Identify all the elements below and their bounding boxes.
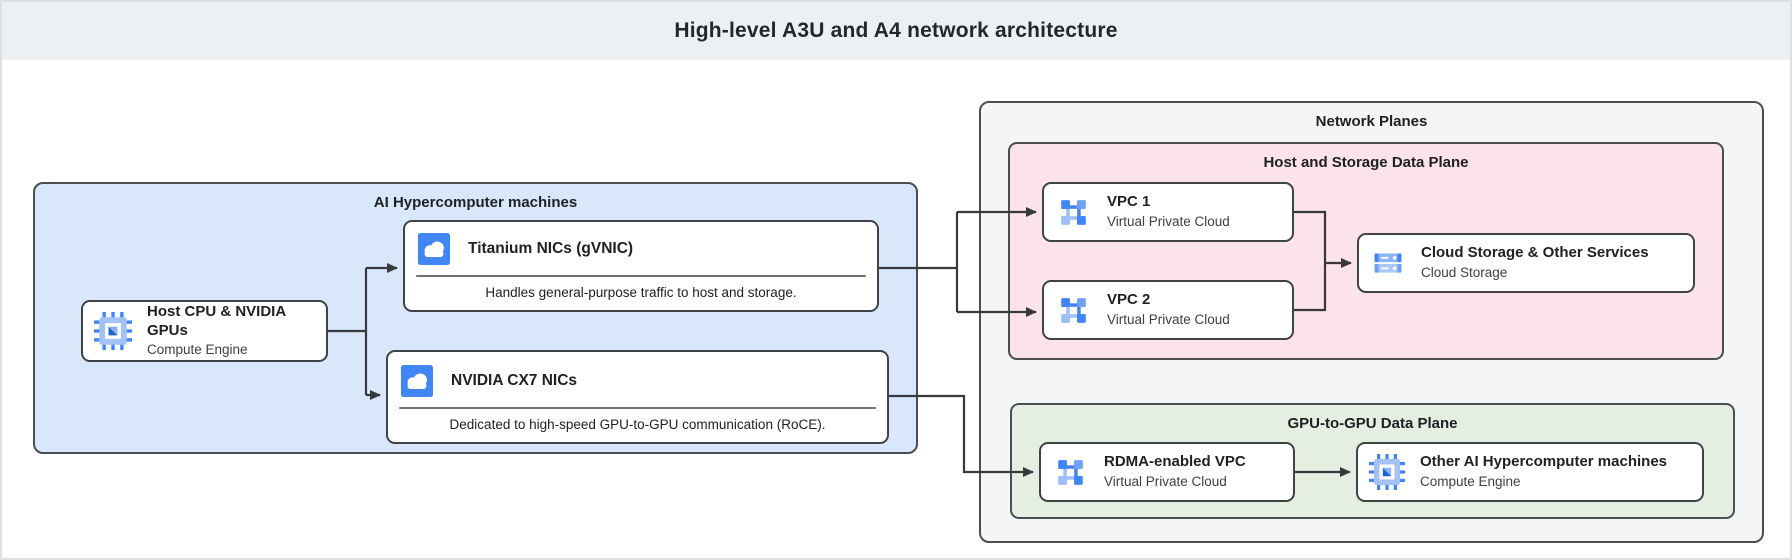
vpc-icon: [1055, 292, 1092, 329]
node-vpc-1: VPC 1 Virtual Private Cloud: [1042, 182, 1294, 242]
node-subtitle: Virtual Private Cloud: [1104, 474, 1227, 490]
node-title: NVIDIA CX7 NICs: [451, 372, 578, 389]
compute-engine-icon: [1369, 454, 1405, 490]
node-title: Cloud Storage & Other Services: [1421, 244, 1649, 262]
node-title: Titanium NICs (gVNIC): [468, 240, 634, 257]
divider: [416, 275, 866, 277]
page-title: High-level A3U and A4 network architectu…: [674, 19, 1118, 42]
node-rdma-enabled-vpc: RDMA-enabled VPC Virtual Private Cloud: [1039, 442, 1295, 502]
vpc-icon: [1055, 194, 1092, 231]
node-title: Host CPU & NVIDIA GPUs: [147, 302, 286, 339]
node-other-ai-hypercomputer-machines: Other AI Hypercomputer machines Compute …: [1356, 442, 1704, 502]
vpc-icon: [1052, 454, 1089, 491]
container-label: AI Hypercomputer machines: [373, 194, 578, 211]
node-nvidia-cx7-nics: NVIDIA CX7 NICs Dedicated to high-speed …: [386, 350, 889, 444]
node-subtitle: Compute Engine: [1420, 474, 1521, 490]
divider: [399, 407, 876, 409]
node-title: Other AI Hypercomputer machines: [1420, 453, 1668, 471]
node-subtitle: Virtual Private Cloud: [1107, 312, 1230, 328]
node-title: VPC 2: [1107, 291, 1151, 309]
node-subtitle: Cloud Storage: [1421, 265, 1508, 281]
container-label: Network Planes: [1315, 113, 1428, 130]
cloud-nic-icon: [417, 232, 451, 266]
node-title: VPC 1: [1107, 193, 1151, 211]
node-host-cpu-nvidia-gpus: Host CPU & NVIDIA GPUs Compute Engine: [81, 300, 328, 362]
node-subtitle: Compute Engine: [147, 342, 248, 358]
node-cloud-storage-other-services: Cloud Storage & Other Services Cloud Sto…: [1357, 233, 1695, 293]
container-label: GPU-to-GPU Data Plane: [1287, 415, 1458, 432]
diagram-header: High-level A3U and A4 network architectu…: [2, 2, 1790, 60]
node-title: RDMA-enabled VPC: [1104, 453, 1246, 471]
node-titanium-nics: Titanium NICs (gVNIC) Handles general-pu…: [403, 220, 879, 312]
node-description: Dedicated to high-speed GPU-to-GPU commu…: [449, 417, 826, 432]
compute-engine-icon: [94, 312, 132, 350]
node-vpc-2: VPC 2 Virtual Private Cloud: [1042, 280, 1294, 340]
node-subtitle: Virtual Private Cloud: [1107, 214, 1230, 230]
cloud-storage-icon: [1370, 245, 1406, 281]
cloud-nic-icon: [400, 364, 434, 398]
container-label: Host and Storage Data Plane: [1263, 154, 1469, 171]
node-description: Handles general-purpose traffic to host …: [485, 285, 797, 300]
